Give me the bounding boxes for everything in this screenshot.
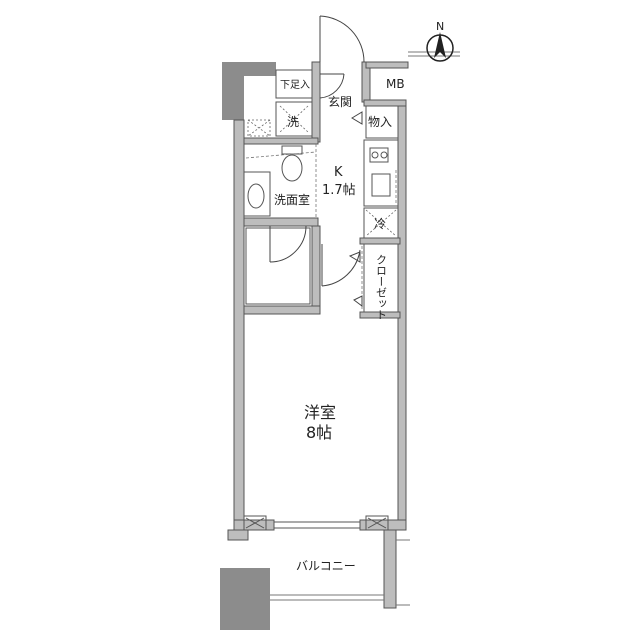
toilet [281,145,303,182]
mb-window [408,51,460,57]
aircon-x [245,517,387,529]
label-rei: 冷 [374,217,386,231]
balcony-railing [270,539,410,606]
label-kitchen-name: K [334,165,343,180]
label-monoire: 物入 [368,115,392,129]
stove [369,147,389,163]
north-arrow-icon [434,32,446,58]
label-yoshitsu-name: 洋室 [304,403,336,422]
kitchen-sink [371,173,391,197]
label-sentaku: 洗 [287,115,299,129]
structural-columns [220,62,276,630]
window [274,521,360,529]
compass-letter: N [436,20,444,33]
washbasin [247,183,265,209]
label-senmen: 洗面室 [274,192,310,207]
label-yoshitsu-size: 8帖 [306,423,332,442]
label-closet: クローゼット [375,254,388,320]
label-balcony: バルコニー [296,559,356,573]
label-genkan: 玄関 [328,94,352,109]
x-marks [247,105,397,237]
label-mb: MB [386,77,405,91]
label-kitchen-size: 1.7帖 [322,183,356,198]
room-outlines [243,69,399,531]
label-shitasokuire: 下足入 [280,79,310,91]
walls [227,61,409,609]
compass: N [426,20,454,62]
doors [269,15,365,307]
dashed-lines [245,144,397,310]
